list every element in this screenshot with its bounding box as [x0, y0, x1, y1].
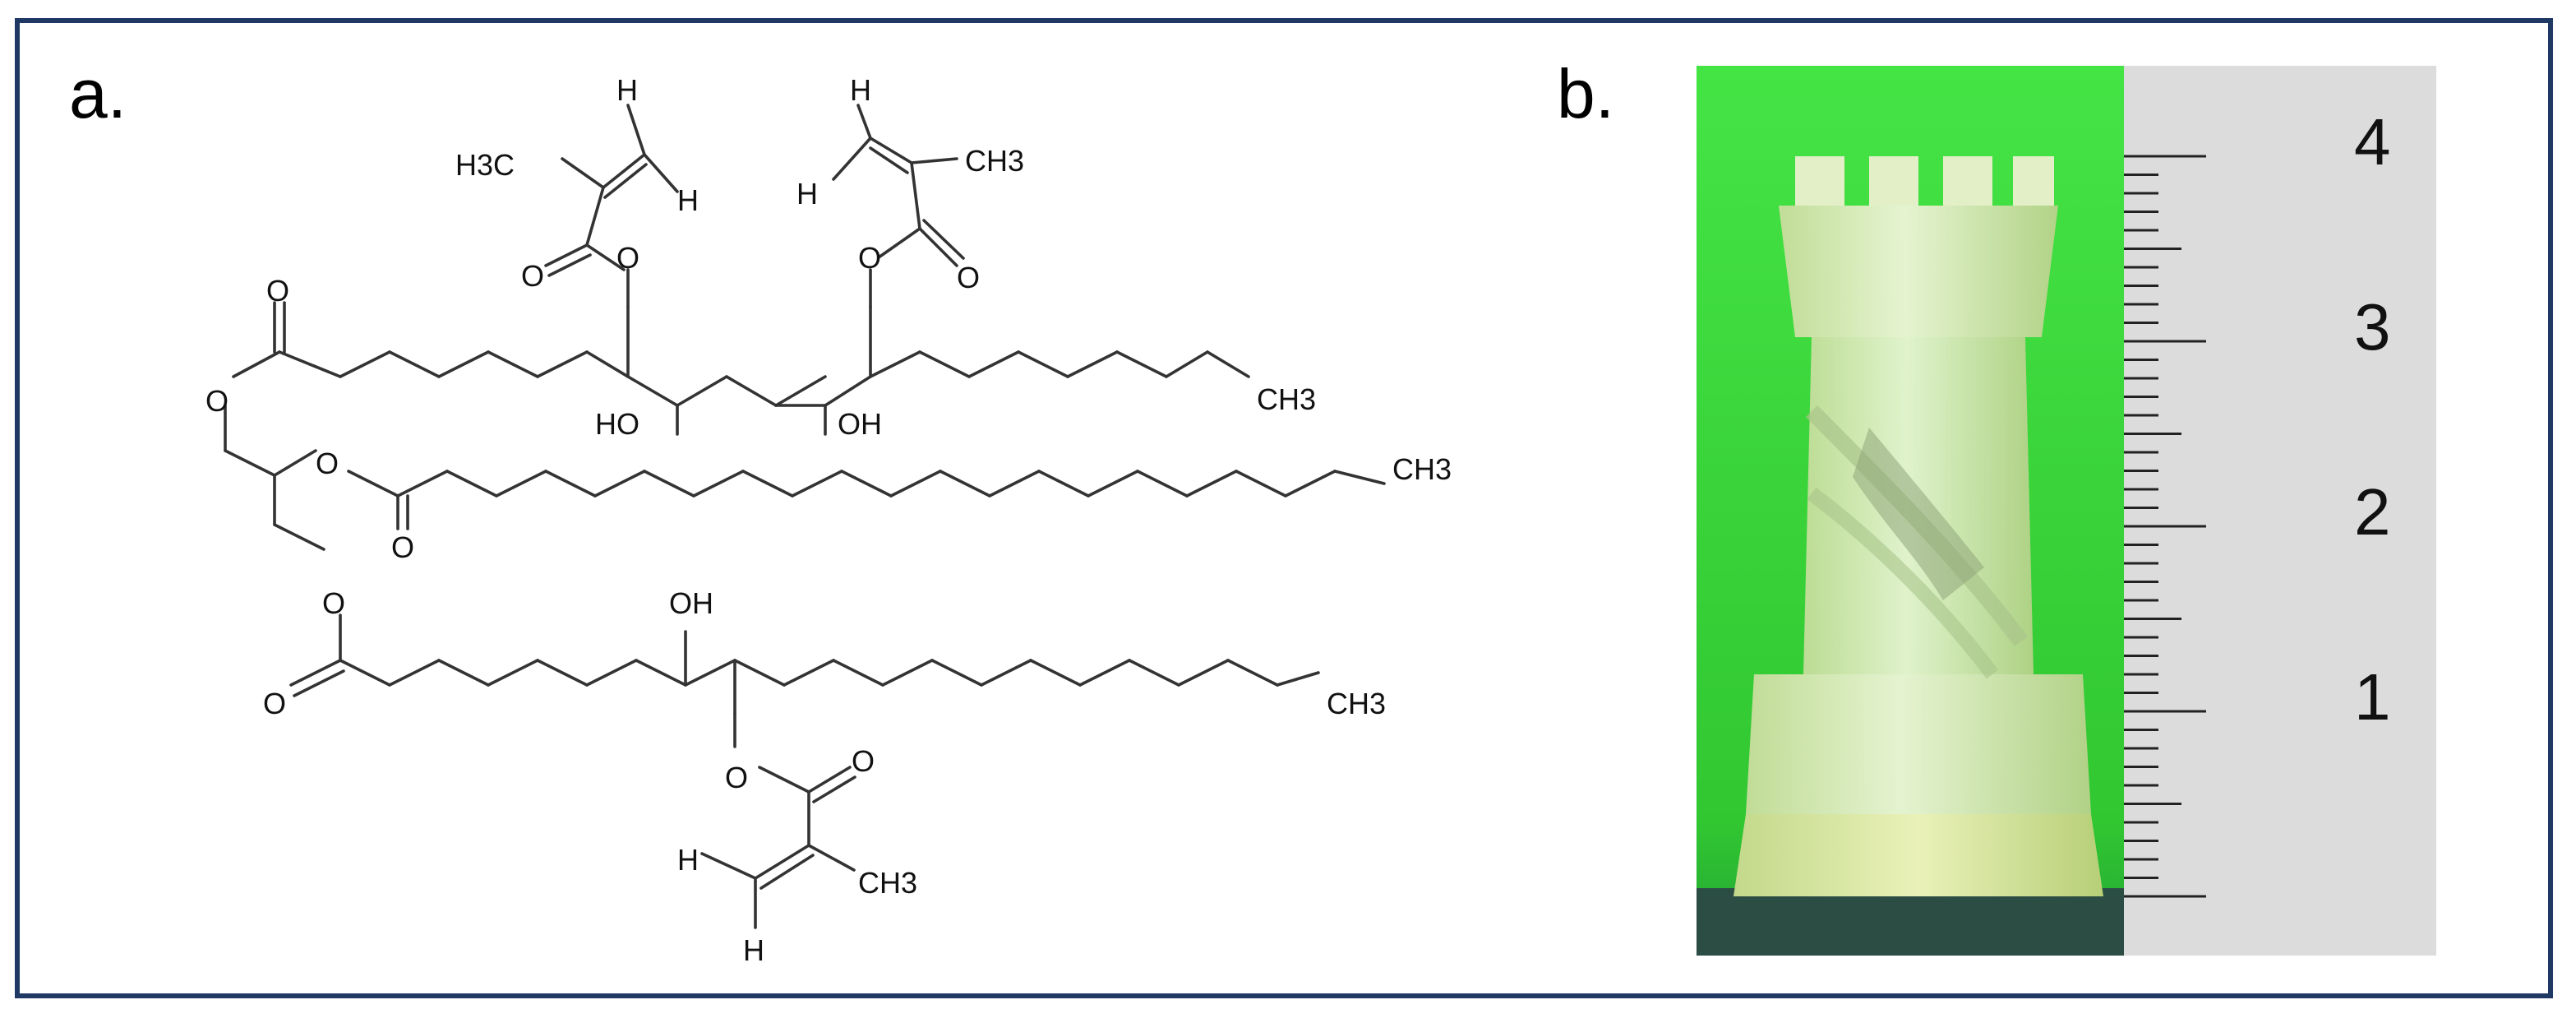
ruler-ticks — [2124, 155, 2206, 898]
ruler-label: 2 — [2354, 475, 2391, 549]
hydrogen-atom: H — [850, 73, 871, 107]
ruler: 4 3 2 1 — [2124, 66, 2436, 956]
ruler-label: 1 — [2354, 660, 2391, 734]
methyl-ch3-text: CH3 — [858, 866, 917, 900]
oxygen-atom: O — [205, 384, 229, 418]
oxygen-atom: O — [957, 261, 980, 294]
rook-photo: 4 3 2 1 — [1697, 66, 2436, 956]
rook-photo-illustration: 4 3 2 1 — [1697, 66, 2436, 956]
oxygen-atom: O — [266, 274, 289, 308]
rook-crenel — [2013, 156, 2054, 206]
methyl-h3c-text: H3C — [455, 148, 515, 182]
oxygen-atom: O — [322, 586, 345, 620]
oxygen-atom: O — [391, 530, 414, 564]
hydroxyl-oh-text: OH — [669, 586, 713, 620]
fatty-chain-3: O OH CH3 — [263, 586, 1386, 720]
oxygen-atom: O — [852, 744, 875, 778]
rook-base-upper — [1746, 674, 2091, 814]
hydrogen-atom: H — [616, 73, 638, 107]
figure-frame: a. b. H3C H H O O — [15, 18, 2553, 998]
rook-crenel — [1795, 156, 1844, 206]
hydroxyl-oh-text: OH — [838, 407, 882, 441]
methyl-ch3-text: CH3 — [1392, 452, 1452, 486]
panel-b-label: b. — [1557, 55, 1615, 132]
methacrylate-group-1: H3C H H O O — [455, 73, 699, 308]
oxygen-atom: O — [316, 447, 339, 480]
ruler-body — [2124, 66, 2436, 956]
methacrylate-group-2: H H CH3 O O — [796, 73, 1024, 308]
fatty-chain-2: O CH3 — [347, 452, 1452, 564]
rook-base-bottom — [1733, 814, 2103, 896]
ruler-label: 3 — [2354, 290, 2391, 363]
hydrogen-atom: H — [743, 933, 764, 967]
rook-crenel — [1869, 156, 1918, 206]
rook-piece — [1733, 156, 2103, 896]
rook-crenel — [1943, 156, 1992, 206]
methyl-ch3-text: CH3 — [1257, 382, 1316, 416]
oxygen-atom: O — [521, 259, 544, 293]
rook-top — [1779, 206, 2058, 337]
hydrogen-atom: H — [677, 843, 699, 877]
methacrylate-group-3: O O H CH3 H — [677, 712, 917, 967]
oxygen-atom: O — [616, 241, 639, 275]
hydroxyl-ho-text: HO — [595, 407, 639, 441]
oxygen-atom: O — [263, 687, 286, 720]
ruler-label: 4 — [2354, 105, 2391, 178]
hydrogen-atom: H — [677, 183, 699, 217]
methyl-ch3-text: CH3 — [1327, 687, 1386, 720]
hydrogen-atom: H — [796, 177, 818, 211]
chemical-structure-diagram: H3C H H O O H H CH3 O O — [205, 73, 1452, 967]
methyl-ch3-text: CH3 — [965, 144, 1024, 178]
glycerol-backbone: O O O — [205, 384, 345, 620]
oxygen-atom: O — [858, 241, 881, 275]
panel-a-label: a. — [69, 55, 127, 132]
fatty-chain-1: O HO OH CH3 — [232, 274, 1316, 441]
oxygen-atom: O — [725, 761, 748, 794]
